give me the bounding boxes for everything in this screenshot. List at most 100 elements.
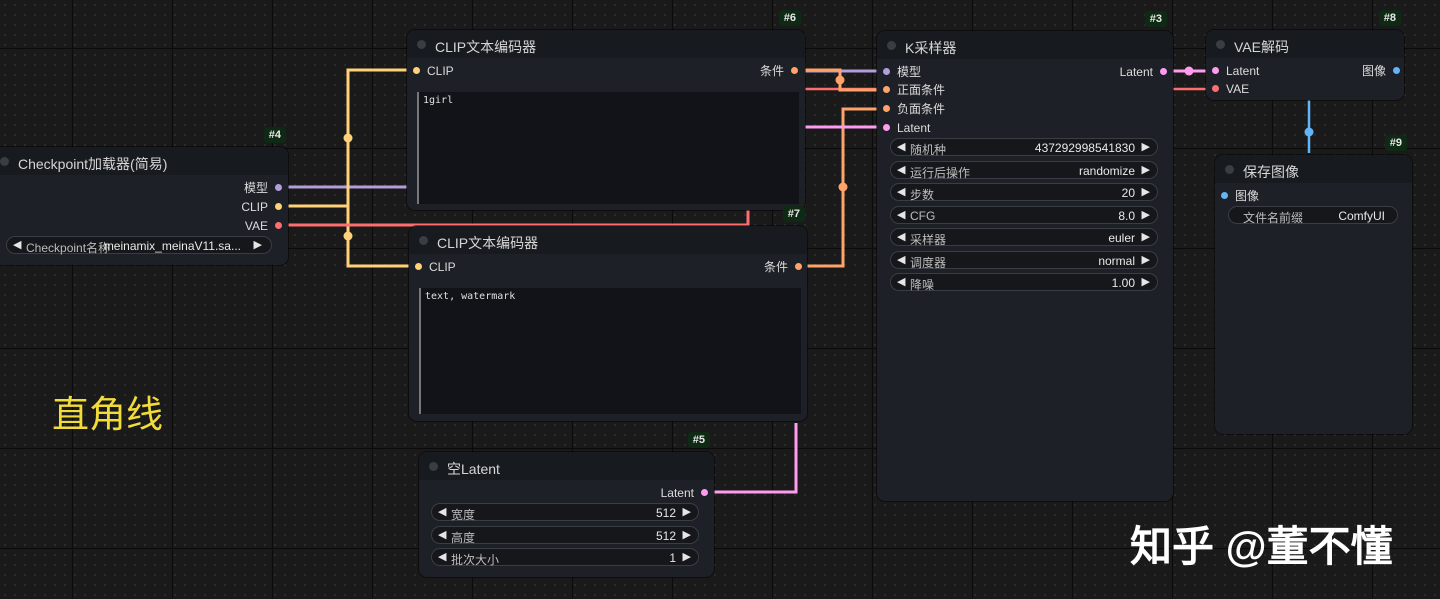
increment-arrow-icon[interactable]: ▶: [1141, 141, 1150, 153]
decrement-arrow-icon[interactable]: ◀: [897, 209, 906, 221]
sampler-widget[interactable]: ◀ 采样器 euler ▶: [890, 228, 1158, 247]
prompt-textarea[interactable]: 1girl: [417, 92, 799, 204]
decrement-arrow-icon[interactable]: ◀: [897, 186, 906, 198]
increment-arrow-icon[interactable]: ▶: [682, 529, 691, 541]
width-widget[interactable]: ◀ 宽度 512 ▶: [431, 503, 699, 522]
collapse-dot-icon[interactable]: [417, 40, 426, 49]
input-slot-negative[interactable]: 负面条件: [883, 102, 945, 116]
widget-value: 512: [655, 529, 676, 543]
clip-text-encode-positive-node[interactable]: #6 CLIP文本编码器 CLIP 条件 1girl: [407, 10, 805, 210]
collapse-dot-icon[interactable]: [887, 41, 896, 50]
seed-widget[interactable]: ◀ 随机种 437292998541830 ▶: [890, 138, 1158, 157]
clip-text-encode-negative-node[interactable]: #7 CLIP文本编码器 CLIP 条件 text, watermark: [409, 206, 807, 421]
increment-arrow-icon[interactable]: ▶: [1141, 209, 1150, 221]
decrement-arrow-icon[interactable]: ◀: [897, 164, 906, 176]
cfg-widget[interactable]: ◀ CFG 8.0 ▶: [890, 206, 1158, 224]
decrement-arrow-icon[interactable]: ◀: [438, 551, 447, 563]
link-marker[interactable]: [343, 231, 353, 241]
empty-latent-node[interactable]: #5 空Latent Latent ◀ 宽度 512 ▶ ◀ 高度 512 ▶ …: [419, 432, 714, 577]
decrement-arrow-icon[interactable]: ◀: [438, 529, 447, 541]
latent-pin-icon[interactable]: [1160, 68, 1167, 75]
node-title-bar[interactable]: 空Latent: [419, 452, 714, 480]
increment-arrow-icon[interactable]: ▶: [1141, 254, 1150, 266]
batch-size-widget[interactable]: ◀ 批次大小 1 ▶: [431, 548, 699, 567]
node-title-bar[interactable]: CLIP文本编码器: [409, 226, 807, 254]
image-pin-icon[interactable]: [1221, 192, 1228, 199]
output-slot-vae[interactable]: VAE: [245, 219, 282, 233]
increment-arrow-icon[interactable]: ▶: [682, 506, 691, 518]
link-marker[interactable]: [1304, 127, 1314, 137]
collapse-dot-icon[interactable]: [0, 157, 9, 166]
increment-arrow-icon[interactable]: ▶: [1141, 231, 1150, 243]
latent-pin-icon[interactable]: [1212, 67, 1219, 74]
input-slot-positive[interactable]: 正面条件: [883, 83, 945, 97]
clip-pin-icon[interactable]: [415, 263, 422, 270]
output-slot-image[interactable]: 图像: [1362, 64, 1400, 78]
decrement-arrow-icon[interactable]: ◀: [897, 141, 906, 153]
height-widget[interactable]: ◀ 高度 512 ▶: [431, 526, 699, 545]
decrement-arrow-icon[interactable]: ◀: [897, 254, 906, 266]
node-title-bar[interactable]: K采样器: [877, 31, 1173, 59]
output-slot-conditioning[interactable]: 条件: [760, 64, 798, 78]
increment-arrow-icon[interactable]: ▶: [1141, 276, 1150, 288]
vae-pin-icon[interactable]: [1212, 85, 1219, 92]
node-title-bar[interactable]: CLIP文本编码器: [407, 30, 805, 58]
clip-pin-icon[interactable]: [413, 67, 420, 74]
input-slot-model[interactable]: 模型: [883, 65, 921, 79]
scheduler-widget[interactable]: ◀ 调度器 normal ▶: [890, 251, 1158, 270]
save-image-node[interactable]: #9 保存图像 图像 文件名前缀 ComfyUI: [1215, 135, 1412, 434]
input-slot-latent[interactable]: Latent: [1212, 64, 1259, 78]
decrement-arrow-icon[interactable]: ◀: [438, 506, 447, 518]
collapse-dot-icon[interactable]: [1216, 40, 1225, 49]
link-marker[interactable]: [835, 75, 845, 85]
increment-arrow-icon[interactable]: ▶: [682, 551, 691, 563]
output-slot-clip[interactable]: CLIP: [241, 200, 282, 214]
increment-arrow-icon[interactable]: ▶: [253, 239, 262, 251]
link-clip: [346, 206, 418, 268]
conditioning-pin-icon[interactable]: [883, 105, 890, 112]
vae-pin-icon[interactable]: [275, 222, 282, 229]
node-title-bar[interactable]: Checkpoint加载器(简易): [0, 147, 288, 175]
output-slot-model[interactable]: 模型: [244, 181, 282, 195]
decrement-arrow-icon[interactable]: ◀: [13, 239, 22, 251]
prompt-textarea[interactable]: text, watermark: [419, 288, 801, 414]
model-pin-icon[interactable]: [275, 184, 282, 191]
link-marker[interactable]: [343, 133, 353, 143]
latent-pin-icon[interactable]: [883, 124, 890, 131]
vae-decode-node[interactable]: #8 VAE解码 Latent VAE 图像: [1206, 10, 1404, 100]
link-marker[interactable]: [838, 182, 848, 192]
latent-pin-icon[interactable]: [701, 489, 708, 496]
conditioning-pin-icon[interactable]: [795, 263, 802, 270]
conditioning-pin-icon[interactable]: [791, 67, 798, 74]
collapse-dot-icon[interactable]: [429, 462, 438, 471]
link-marker[interactable]: [1184, 66, 1194, 76]
output-slot-latent[interactable]: Latent: [1120, 65, 1167, 79]
ksampler-node[interactable]: #3 K采样器 模型 正面条件 负面条件 Latent Latent ◀ 随机种…: [877, 11, 1173, 501]
output-slot-conditioning[interactable]: 条件: [764, 260, 802, 274]
widget-value: ComfyUI: [1338, 209, 1385, 223]
steps-widget[interactable]: ◀ 步数 20 ▶: [890, 183, 1158, 202]
image-pin-icon[interactable]: [1393, 67, 1400, 74]
collapse-dot-icon[interactable]: [1225, 165, 1234, 174]
collapse-dot-icon[interactable]: [419, 236, 428, 245]
node-title-bar[interactable]: 保存图像: [1215, 155, 1412, 183]
control-after-generate-widget[interactable]: ◀ 运行后操作 randomize ▶: [890, 161, 1158, 180]
decrement-arrow-icon[interactable]: ◀: [897, 231, 906, 243]
input-slot-clip[interactable]: CLIP: [413, 64, 454, 78]
input-slot-vae[interactable]: VAE: [1212, 82, 1249, 96]
filename-prefix-widget[interactable]: 文件名前缀 ComfyUI: [1228, 206, 1398, 225]
decrement-arrow-icon[interactable]: ◀: [897, 276, 906, 288]
model-pin-icon[interactable]: [883, 68, 890, 75]
increment-arrow-icon[interactable]: ▶: [1141, 186, 1150, 198]
input-slot-latent[interactable]: Latent: [883, 121, 930, 135]
output-slot-latent[interactable]: Latent: [661, 486, 708, 500]
increment-arrow-icon[interactable]: ▶: [1141, 164, 1150, 176]
clip-pin-icon[interactable]: [275, 203, 282, 210]
input-slot-image[interactable]: 图像: [1221, 189, 1259, 203]
input-slot-clip[interactable]: CLIP: [415, 260, 456, 274]
conditioning-pin-icon[interactable]: [883, 86, 890, 93]
checkpoint-name-combo[interactable]: ◀ Checkpoint名称 meinamix_meinaV11.sa... ▶: [6, 236, 272, 255]
node-title-bar[interactable]: VAE解码: [1206, 30, 1404, 58]
checkpoint-loader-node[interactable]: #4 Checkpoint加载器(简易) 模型 CLIP VAE ◀ Check…: [0, 127, 288, 265]
denoise-widget[interactable]: ◀ 降噪 1.00 ▶: [890, 273, 1158, 292]
